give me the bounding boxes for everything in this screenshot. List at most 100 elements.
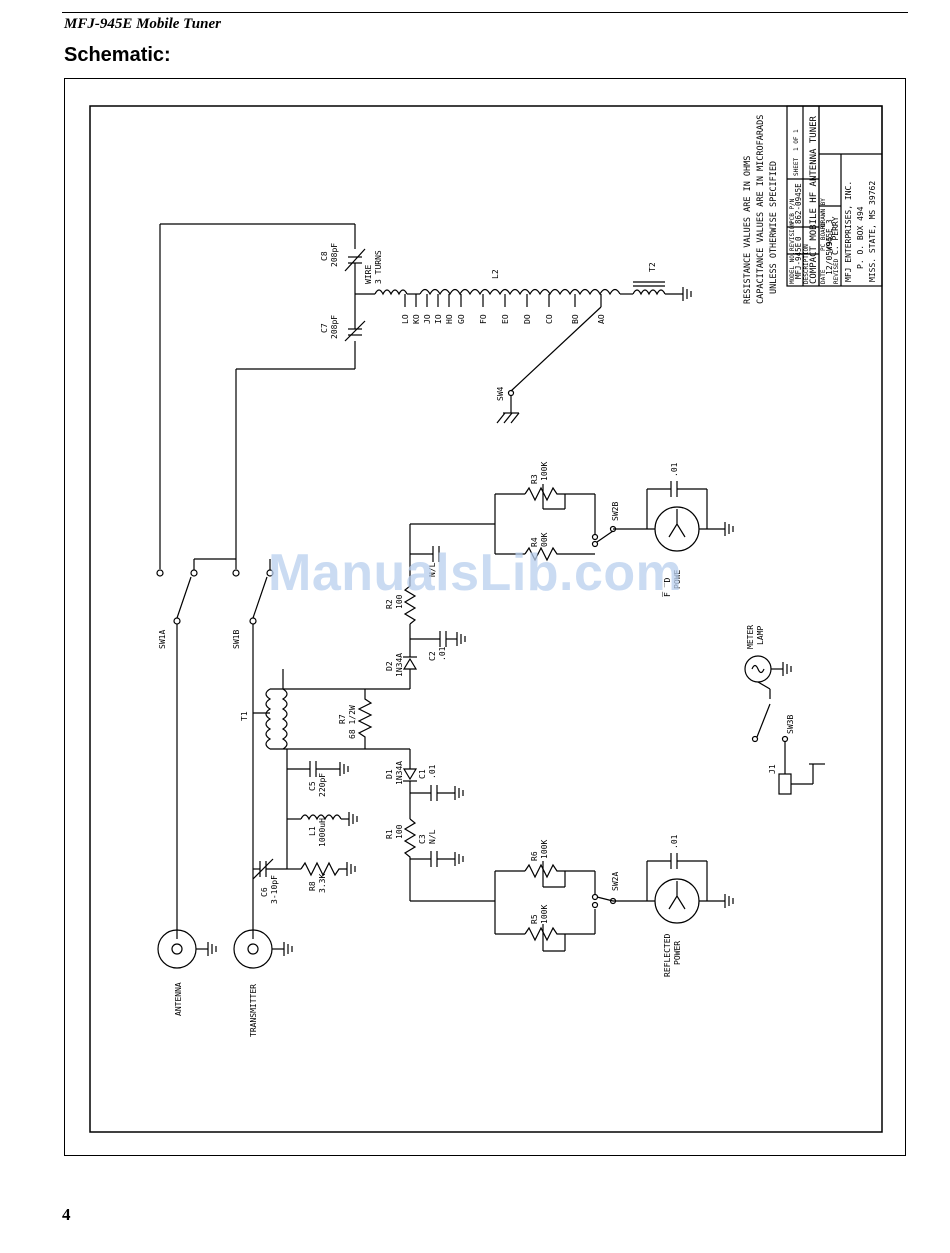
page-number: 4 bbox=[62, 1205, 71, 1224]
tb-description-label: DESCRIPTION bbox=[803, 244, 810, 284]
label-sw1a: SW1A bbox=[158, 630, 167, 649]
tb-company-3: MISS. STATE, MS 39762 bbox=[868, 181, 877, 282]
label-r3-ref: R3 bbox=[530, 474, 539, 484]
label-c1-val: .01 bbox=[428, 764, 437, 779]
tap-lo: LO bbox=[401, 314, 410, 324]
label-c7-val: 208pF bbox=[330, 315, 339, 339]
label-forward-2: POWE bbox=[673, 570, 682, 589]
label-c2-val: .01 bbox=[438, 646, 447, 661]
r4-potentiometer bbox=[524, 546, 565, 562]
tb-revision-label: REVISION bbox=[789, 222, 796, 251]
tap-eo: EO bbox=[501, 314, 510, 324]
label-sw3b: SW3B bbox=[786, 715, 795, 734]
label-sw4: SW4 bbox=[496, 386, 505, 401]
meter-lamp bbox=[744, 655, 792, 699]
tb-description: COMPACT MOBILE HF ANTENNA TUNER bbox=[809, 115, 819, 284]
label-r8-ref: R8 bbox=[308, 881, 317, 891]
label-c2-ref: C2 bbox=[428, 651, 437, 661]
note-line-2: CAPACITANCE VALUES ARE IN MICROFARADS bbox=[756, 115, 766, 304]
r1-resistor bbox=[403, 818, 417, 879]
r6-potentiometer bbox=[524, 863, 565, 879]
tap-ao: AO bbox=[597, 314, 606, 324]
label-reflected-1: REFLECTED bbox=[663, 933, 672, 977]
label-r6-val: 100K bbox=[540, 840, 549, 859]
c1-capacitor bbox=[430, 785, 464, 801]
label-c6-val: 3-10pF bbox=[270, 875, 279, 904]
label-c5-val: 220pF bbox=[318, 773, 327, 797]
label-d1-val: 1N34A bbox=[395, 761, 404, 785]
tb-date: 12/05/95 bbox=[825, 236, 834, 275]
l2-inductor bbox=[419, 288, 621, 296]
label-r6-ref: R6 bbox=[530, 851, 539, 861]
sw1a-switch bbox=[156, 569, 198, 939]
manual-title: MFJ-945E Mobile Tuner bbox=[64, 16, 221, 32]
label-l1-ref: L1 bbox=[308, 826, 317, 836]
label-sw2a: SW2A bbox=[611, 872, 620, 891]
label-r8-val: 3.3K bbox=[318, 874, 327, 893]
label-r1-val: 100 bbox=[395, 824, 404, 839]
sw4-switch bbox=[496, 306, 602, 424]
label-c7-ref: C7 bbox=[320, 323, 329, 333]
tb-drawn: C. PERRY bbox=[831, 216, 840, 255]
label-c5-ref: C5 bbox=[308, 781, 317, 791]
label-forward-1: F̅̅̅ ̅ D bbox=[662, 578, 672, 597]
transmitter-connector bbox=[233, 929, 293, 969]
tb-board: W945E_3 bbox=[825, 219, 834, 251]
c2-capacitor bbox=[439, 631, 466, 647]
tap-ko: KO bbox=[412, 314, 421, 324]
label-c8-val: 208pF bbox=[330, 243, 339, 267]
section-title: Schematic: bbox=[64, 44, 171, 66]
sw2b-switch bbox=[596, 525, 655, 543]
tb-model: MFJ-945E bbox=[794, 242, 803, 279]
antenna-connector bbox=[157, 929, 217, 969]
sw2a-switch bbox=[596, 896, 655, 905]
tb-date-label: DATE bbox=[820, 269, 827, 284]
j1-jack bbox=[778, 763, 825, 795]
label-c-fwd: .01 bbox=[670, 462, 679, 477]
label-t1: T1 bbox=[240, 711, 249, 721]
label-c-ref: .01 bbox=[670, 834, 679, 849]
label-t2: T2 bbox=[648, 262, 657, 272]
r8-resistor bbox=[300, 861, 347, 877]
label-c3-ref: C3 bbox=[418, 834, 427, 844]
label-wire-2: 3 TURNS bbox=[374, 250, 383, 284]
label-r4-ref: R4 bbox=[530, 537, 539, 547]
label-reflected-2: POWER bbox=[673, 941, 682, 965]
tb-sheet-label: SHEET bbox=[793, 158, 800, 176]
sw3b-switch bbox=[751, 703, 789, 774]
drawing-border bbox=[89, 105, 883, 1133]
wire-coil bbox=[374, 289, 408, 296]
label-d2-ref: D2 bbox=[385, 661, 394, 671]
c3-capacitor bbox=[430, 851, 464, 867]
label-d1-ref: D1 bbox=[385, 769, 394, 779]
tb-model-label: MODEL NO. bbox=[789, 251, 796, 284]
tap-jo: JO bbox=[423, 314, 432, 324]
tap-do: DO bbox=[523, 314, 532, 324]
l1-inductor bbox=[300, 814, 342, 821]
tb-pcb-label: PCB P/N bbox=[789, 198, 796, 224]
watermark: ManualsLib.com bbox=[268, 544, 683, 602]
label-r5-ref: R5 bbox=[530, 914, 539, 924]
label-r2-ref: R2 bbox=[385, 599, 394, 609]
t2-transformer bbox=[632, 281, 692, 301]
sw1b-switch bbox=[232, 569, 274, 939]
label-r4-val: 00K bbox=[540, 532, 549, 547]
tb-drawn-label: DRAWN BY bbox=[820, 198, 827, 227]
label-wire-1: WIRE bbox=[364, 265, 373, 284]
label-r3-val: 100K bbox=[540, 462, 549, 481]
label-c1-ref: C1 bbox=[418, 769, 427, 779]
label-r7-val: 68 1/2W bbox=[348, 705, 357, 739]
t1-transformer bbox=[265, 669, 365, 750]
schematic-diagram: RESISTANCE VALUES ARE IN OHMS CAPACITANC… bbox=[89, 105, 883, 1133]
label-r5-val: 100K bbox=[540, 905, 549, 924]
l2-taps bbox=[404, 294, 602, 307]
tb-board-label: PC BOARD bbox=[820, 222, 827, 251]
r2-resistor bbox=[403, 524, 417, 625]
label-r2-val: 100 bbox=[395, 594, 404, 609]
note-line-3: UNLESS OTHERWISE SPECIFIED bbox=[769, 161, 779, 294]
label-sw1b: SW1B bbox=[232, 630, 241, 649]
tb-revised-label: REVISED bbox=[833, 258, 840, 284]
title-block bbox=[786, 105, 883, 287]
d1-diode bbox=[402, 768, 418, 782]
c4-capacitor bbox=[432, 546, 440, 562]
